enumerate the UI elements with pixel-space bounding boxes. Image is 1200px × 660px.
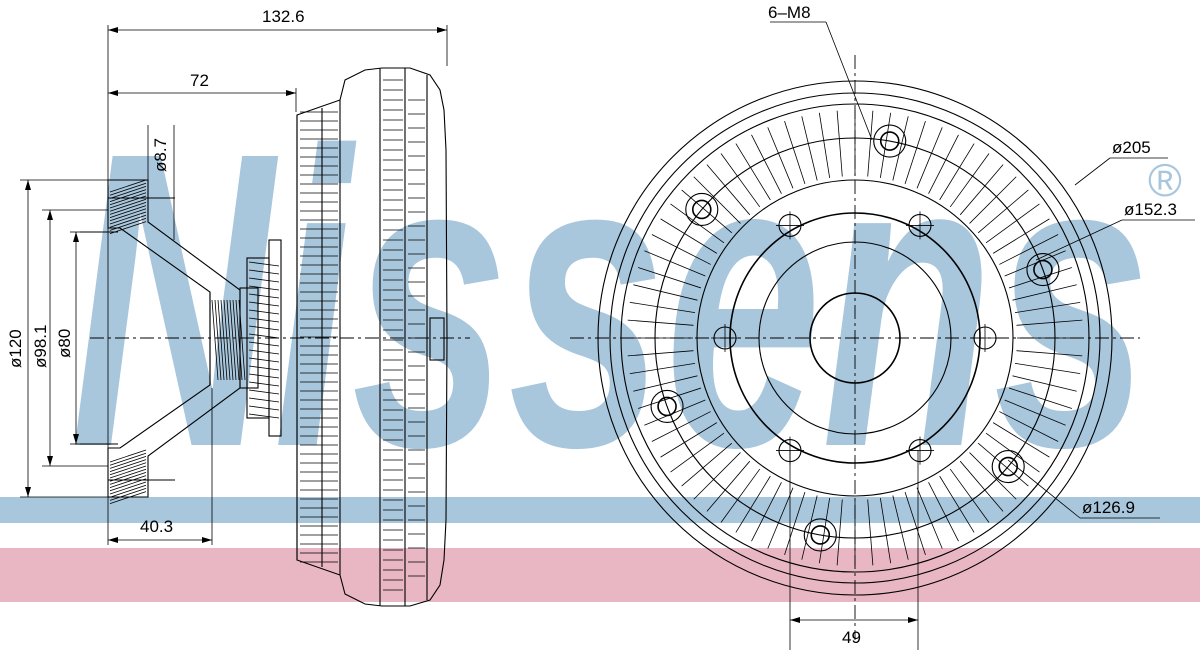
- registered-mark: ®: [1148, 154, 1182, 206]
- dim-hole-spacing: 49: [842, 628, 861, 647]
- clutch-body: [296, 67, 448, 607]
- dim-inner-ring-dia: ø126.9: [1082, 498, 1135, 517]
- front-dimensions: 6–M8 ø205 ø152.3 ø126.9 49: [768, 3, 1195, 650]
- thread-hole: [803, 518, 837, 552]
- thread-hole: [685, 192, 719, 226]
- dim-hub-length: 72: [190, 71, 209, 90]
- dim-flange-depth: 40.3: [140, 517, 173, 536]
- dim-bolt-circle-dia: ø98.1: [31, 325, 50, 368]
- thread-hole: [650, 389, 684, 423]
- blue-stripe: [0, 497, 1200, 523]
- hub-body: [239, 239, 282, 437]
- dim-pilot-dia: ø80: [55, 329, 74, 358]
- dim-flange-dia: ø120: [6, 329, 25, 368]
- red-stripe: [0, 548, 1200, 602]
- side-dimensions: 132.6 72 ø8.7 ø120 ø98.1: [6, 7, 448, 545]
- brand-watermark: Nissens ®: [0, 66, 1200, 602]
- dim-thread-circle-dia: ø152.3: [1124, 200, 1177, 219]
- side-view: 132.6 72 ø8.7 ø120 ø98.1: [6, 7, 470, 607]
- dim-thread-spec: 6–M8: [768, 3, 811, 22]
- dim-outer-dia: ø205: [1112, 138, 1151, 157]
- flange-section: [80, 179, 246, 504]
- front-view: 6–M8 ø205 ø152.3 ø126.9 49: [570, 3, 1195, 650]
- thread-holes: [650, 124, 1060, 552]
- thread-hole: [1026, 253, 1060, 287]
- nissens-logo: Nissens: [70, 66, 1150, 535]
- thread-hole: [991, 450, 1025, 484]
- dim-overall-length: 132.6: [262, 7, 305, 26]
- thread-hole: [873, 124, 907, 158]
- dim-hole-dia: ø8.7: [151, 138, 170, 172]
